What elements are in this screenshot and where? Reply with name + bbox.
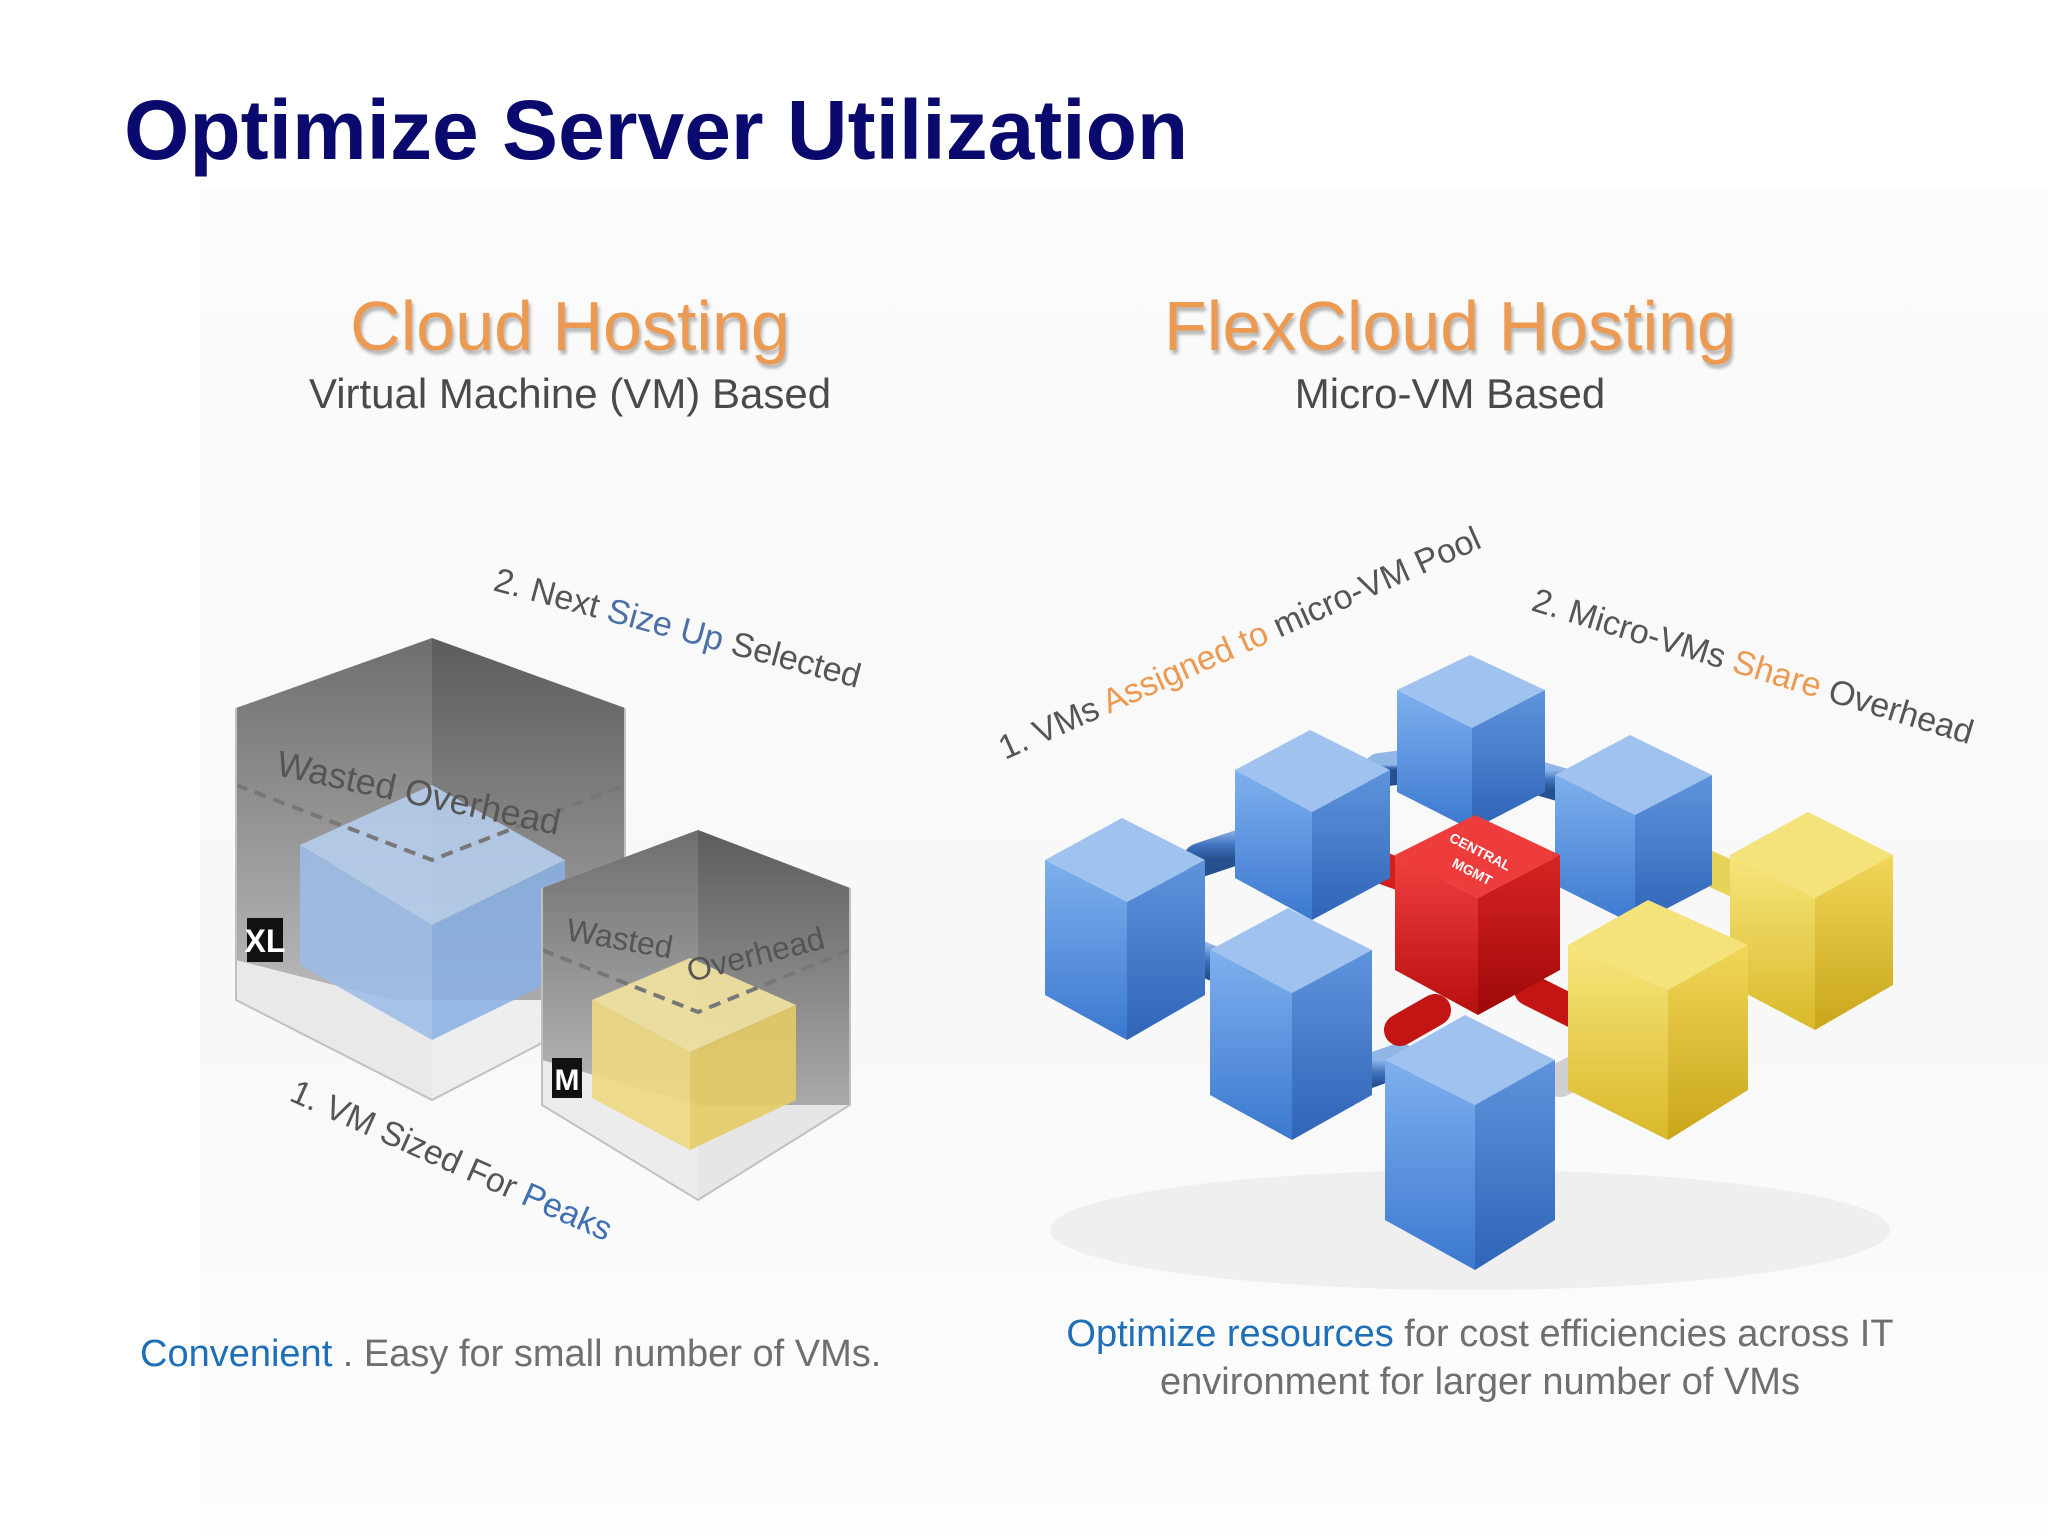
cloud-hosting-summary: Convenient . Easy for small number of VM… [140, 1330, 881, 1378]
m-vm-box: M Wasted Overhead [541, 830, 851, 1202]
central-mgmt-cube: CENTRAL MGMT [1395, 815, 1560, 1015]
optimize-resources-highlight: Optimize resources [1066, 1313, 1394, 1355]
xl-size-badge [247, 918, 283, 962]
micro-vm-cube-blue-front [1385, 1015, 1555, 1270]
flexcloud-hosting-subheading: Micro-VM Based [1294, 370, 1606, 417]
next-size-up-label: 2. Next Size Up Selected [490, 561, 865, 696]
slide-title: Optimize Server Utilization [124, 83, 1189, 177]
micro-vm-cube-blue-left-back [1235, 730, 1390, 920]
micro-vm-cube-yellow-front [1568, 900, 1748, 1140]
convenient-highlight: Convenient [140, 1333, 333, 1375]
m-size-badge [552, 1058, 582, 1098]
micro-vm-cube-blue-back [1397, 655, 1545, 830]
cloud-hosting-summary-text: . Easy for small number of VMs. [332, 1333, 882, 1375]
micro-vm-cube-blue-right-back [1555, 735, 1712, 925]
flexcloud-hosting-summary-text: for cost efficiencies across IT environm… [1160, 1313, 1894, 1403]
micro-vm-cube-yellow-right [1730, 812, 1893, 1030]
micro-vm-cube-blue-far-left [1045, 818, 1205, 1040]
flexcloud-hosting-heading: FlexCloud Hosting [1164, 287, 1736, 365]
flexcloud-hosting-summary: Optimize resources for cost efficiencies… [1020, 1310, 1940, 1406]
cloud-hosting-subheading: Virtual Machine (VM) Based [308, 370, 832, 417]
m-size-label: M [555, 1064, 580, 1097]
micro-vms-share-label: 2. Micro-VMs Share Overhead [1528, 581, 1978, 752]
xl-blue-vm-cube [300, 785, 565, 1040]
m-yellow-vm-cube [592, 958, 796, 1150]
cloud-hosting-heading: Cloud Hosting [350, 287, 790, 365]
xl-size-label: XL [245, 923, 286, 959]
micro-vm-cube-blue-front-mid [1210, 908, 1372, 1140]
